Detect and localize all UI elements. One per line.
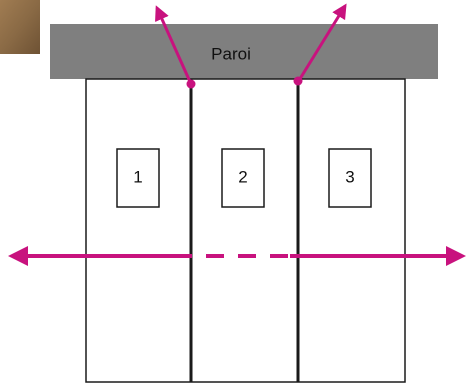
panel-frame [85,78,406,383]
wall-band [50,24,438,79]
wall-label: Paroi [211,44,251,63]
diagonal-arrow-right [296,3,347,83]
panel-3-box [328,148,372,208]
panel-1-box [116,148,160,208]
photo-thumbnail [0,0,40,54]
panel-1-label: 1 [133,167,142,186]
panel-3: 3 [328,148,372,208]
panel-3-label: 3 [345,167,354,186]
panel-2: 2 [221,148,265,208]
diagonal-arrow-left [155,5,193,85]
panel-1: 1 [116,148,160,208]
pivot-dot-right [293,76,303,86]
panel-2-box [221,148,265,208]
panel-2-label: 2 [238,167,247,186]
pivot-dot-left [186,79,196,89]
